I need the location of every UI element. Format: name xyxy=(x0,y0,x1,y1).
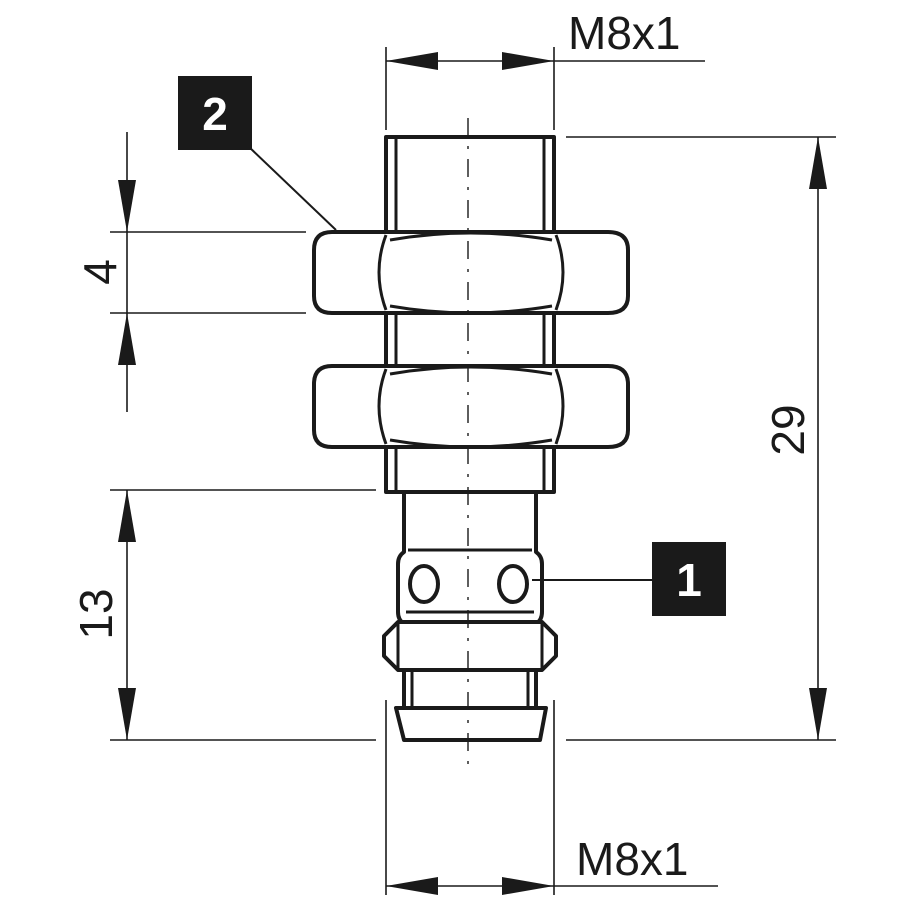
callout-led-box xyxy=(652,542,726,616)
callout-nut-box xyxy=(178,76,252,150)
connector-length-label: 13 xyxy=(70,588,122,639)
nut-height-dimension: 4 xyxy=(74,132,306,412)
total-length-label: 29 xyxy=(762,404,814,455)
callout-nut: 2 xyxy=(178,76,337,231)
connector-collar xyxy=(382,620,558,672)
top-thread-label: M8x1 xyxy=(568,7,680,59)
total-length-dimension: 29 xyxy=(566,136,836,741)
connector-length-dimension: 13 xyxy=(70,489,376,741)
callout-led: 1 xyxy=(532,542,726,616)
connector-end xyxy=(394,706,548,742)
sensor-body xyxy=(312,135,630,742)
bottom-thread-label: M8x1 xyxy=(576,833,688,885)
bottom-thread-dimension: M8x1 xyxy=(385,700,718,895)
nut-height-label: 4 xyxy=(74,259,126,285)
connector-neck xyxy=(396,490,544,626)
lower-hex-nut xyxy=(312,364,630,449)
top-thread-dimension: M8x1 xyxy=(385,7,705,130)
upper-hex-nut xyxy=(312,230,630,315)
callout-led-label: 1 xyxy=(676,554,702,606)
connector-shaft xyxy=(402,668,538,710)
callout-nut-label: 2 xyxy=(202,88,228,140)
led-window-right xyxy=(497,564,529,604)
led-window-left xyxy=(408,564,440,604)
